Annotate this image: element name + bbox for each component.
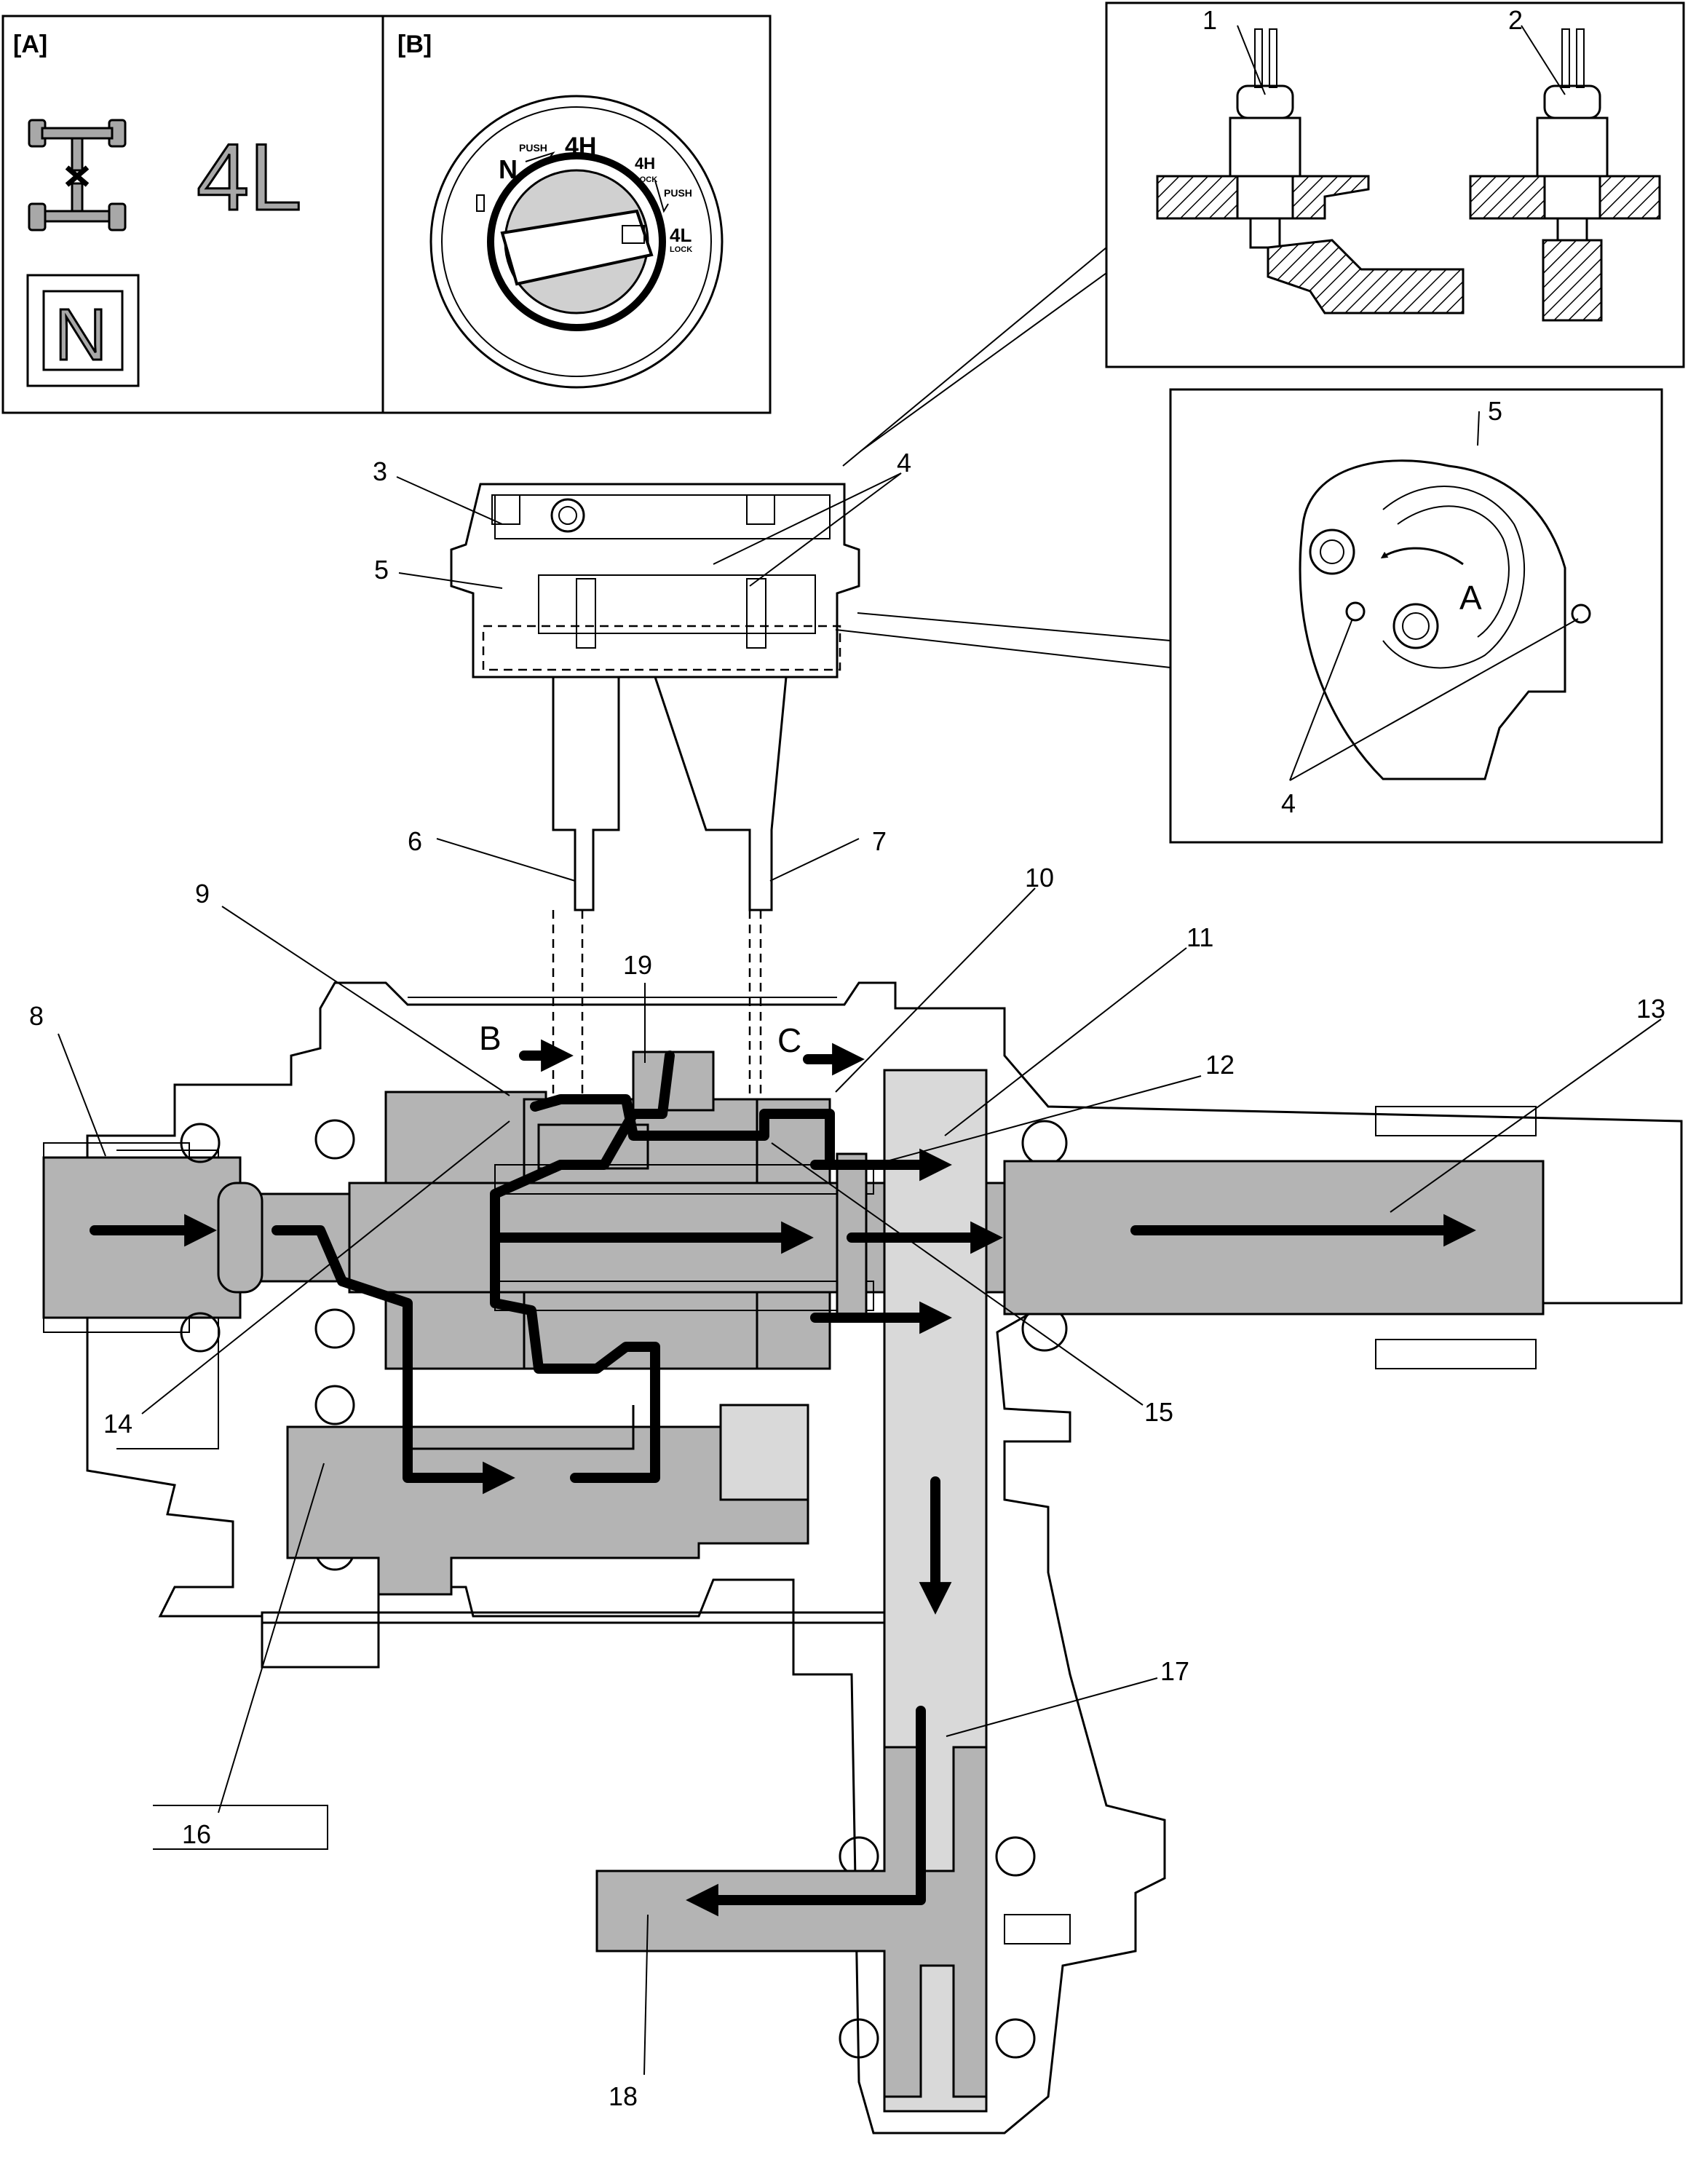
switch-2 <box>1469 28 1661 322</box>
cam-detail-panel: A 5 4 <box>1169 388 1663 844</box>
neutral-text: N <box>55 294 107 376</box>
switch-detail-panel: 1 2 <box>1105 1 1685 368</box>
callout-5: 5 <box>374 555 389 585</box>
callout-4: 4 <box>897 448 911 478</box>
callout-17: 17 <box>1160 1656 1189 1686</box>
knob-label-4h-lock-a: 4H <box>635 154 655 173</box>
zoom-line-upper-1 <box>842 247 1107 467</box>
zoom-line-upper-2 <box>860 272 1107 452</box>
knob-label-4h-lock-b: LOCK <box>635 175 657 184</box>
countershaft <box>261 1404 977 1624</box>
callout-1: 1 <box>1202 5 1217 35</box>
callout-16: 16 <box>182 1819 211 1849</box>
callout-13: 13 <box>1636 994 1665 1024</box>
panel-b: [B] N PUSH 4H 4H LOCK PUSH 4L LOCK <box>381 15 772 414</box>
knob-label-4h: 4H <box>565 132 596 160</box>
callout-15: 15 <box>1144 1397 1173 1427</box>
panel-a: [A] 4L N <box>1 15 384 414</box>
callout-3: 3 <box>373 456 387 486</box>
selector-knob: N PUSH 4H 4H LOCK PUSH 4L LOCK <box>429 95 724 389</box>
callout-12: 12 <box>1205 1050 1235 1080</box>
callout-8: 8 <box>29 1001 44 1031</box>
switch-1 <box>1156 28 1465 314</box>
knob-label-push-1: PUSH <box>519 142 547 154</box>
callout-14: 14 <box>103 1409 132 1439</box>
fork-6 <box>552 677 620 911</box>
leader-2 <box>1521 25 1566 95</box>
panel-b-frame <box>381 15 772 414</box>
neutral-indicator: N <box>26 274 140 387</box>
callouts: 3 4 5 6 7 8 9 10 11 12 13 14 15 16 17 18 <box>29 448 1665 2111</box>
cam-detail-frame <box>1169 388 1663 844</box>
zoom-line-cam-2 <box>857 612 1171 641</box>
rotation-arrow-a <box>1380 547 1464 566</box>
fork-7 <box>654 676 788 911</box>
callout-9: 9 <box>195 879 210 909</box>
leader-5-detail <box>1477 411 1480 446</box>
panel-b-header: [B] <box>397 31 432 58</box>
callout-11: 11 <box>1186 922 1213 952</box>
arrow-label-c: C <box>777 1021 801 1059</box>
cam-plate <box>1299 459 1566 780</box>
callout-19: 19 <box>623 950 652 980</box>
power-flow <box>90 1039 1476 1917</box>
arrow-label-a: A <box>1459 579 1482 617</box>
callout-2: 2 <box>1508 5 1523 35</box>
callout-4-detail: 4 <box>1281 788 1296 818</box>
knob-label-4l-b: LOCK <box>670 245 692 254</box>
knob-label-push-2: PUSH <box>664 187 692 199</box>
knob-label-n: N <box>499 154 518 184</box>
rear-output-shaft <box>1003 1160 1545 1315</box>
callout-10: 10 <box>1025 863 1054 893</box>
knob-label-4l-a: 4L <box>670 224 692 246</box>
switch-detail-frame <box>1105 1 1685 368</box>
zoom-line-cam-1 <box>835 629 1171 668</box>
arrow-label-b: B <box>479 1019 502 1057</box>
panel-a-mode-text: 4L <box>197 124 302 230</box>
drivetrain-4wd-icon <box>28 119 127 232</box>
callout-5-detail: 5 <box>1488 396 1502 426</box>
callout-7: 7 <box>872 826 887 856</box>
leader-1 <box>1237 25 1266 95</box>
shift-actuator <box>450 483 860 1107</box>
front-output-shaft <box>595 1746 1071 2098</box>
input-shaft <box>42 1142 365 1333</box>
callout-18: 18 <box>609 2081 638 2111</box>
panel-a-header: [A] <box>13 31 47 58</box>
callout-6: 6 <box>408 826 422 856</box>
